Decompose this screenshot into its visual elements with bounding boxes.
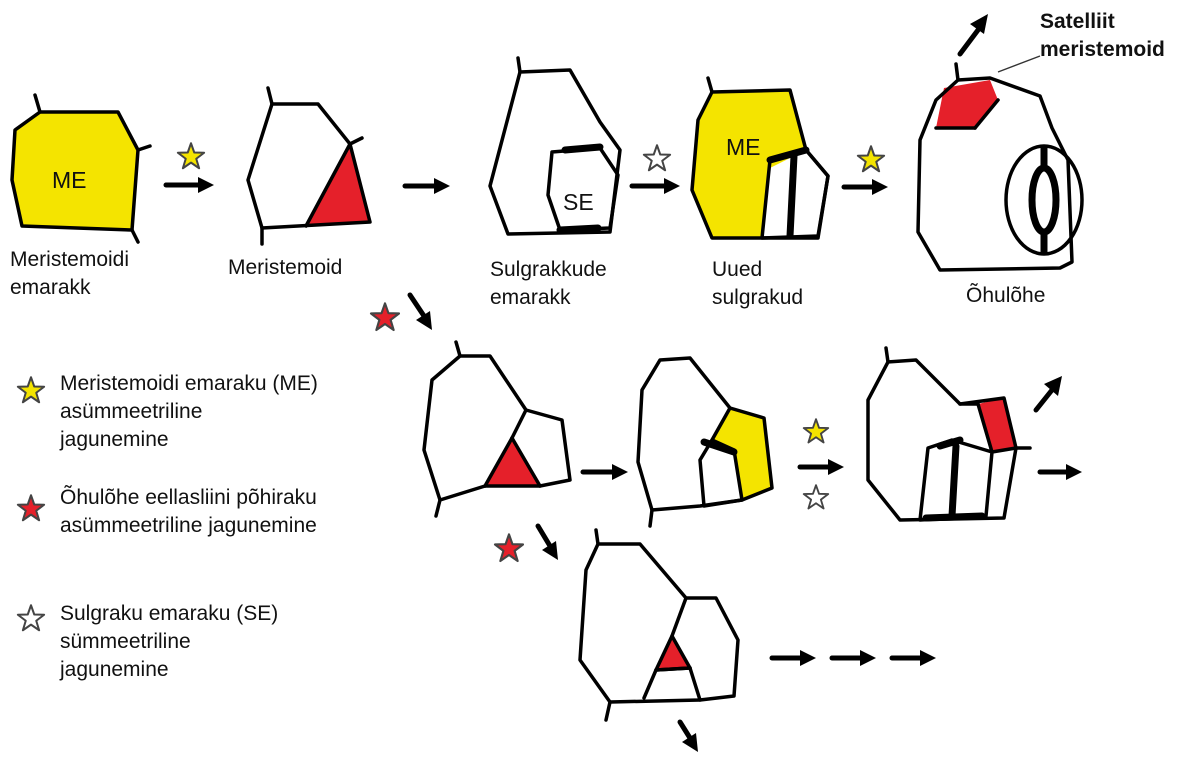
arrow-right-icon [166, 177, 214, 193]
mid-cell-1-meristemoid-fill [485, 438, 540, 486]
meristemoid-cell [248, 88, 370, 244]
legend-item-2-line-1: Õhulõhe eellasliini põhiraku [60, 485, 317, 509]
legend-item-1-line-2: asümmeetriline [60, 400, 202, 423]
white-star-icon [804, 485, 829, 508]
arrow-up-right-icon [1036, 376, 1062, 410]
arrow-right-icon [800, 459, 844, 475]
stage-label-satellite-1: Satelliit [1040, 10, 1115, 33]
satellite-meristemoid-fill [936, 80, 998, 128]
guard-mother-cell-stage: SE [490, 58, 620, 234]
stage-label-new-guard-cells-2: sulgrakud [712, 286, 803, 309]
stage-label-guard-mother-cell-2: emarakk [490, 286, 571, 309]
stage-label-stoma: Õhulõhe [966, 283, 1045, 307]
stage-label-new-guard-cells-1: Uued [712, 258, 762, 281]
legend-item-3-line-2: sümmeetriline [60, 630, 191, 653]
legend-item-1-line-1: Meristemoidi emaraku (ME) [60, 372, 318, 395]
arrow-down-right-icon [680, 722, 698, 752]
arrow-right-icon [892, 650, 936, 666]
mid-cell-3 [868, 348, 1030, 520]
bottom-cell [580, 530, 738, 720]
yellow-star-icon [804, 419, 829, 442]
yellow-star-icon [858, 146, 884, 171]
mid-cell-2 [638, 358, 772, 526]
legend-item-1-line-3: jagunemine [59, 428, 169, 451]
legend-item-2-line-2: asümmeetriline jagunemine [60, 514, 317, 537]
bottom-cell-outer-outline [580, 544, 738, 702]
arrow-right-icon [632, 178, 680, 194]
legend-item-3-line-3: jagunemine [59, 658, 169, 681]
new-guard-cells-me-label: ME [726, 134, 761, 160]
arrow-right-icon [772, 650, 816, 666]
stage-label-meristemoid-mother-cell-2: emarakk [10, 276, 91, 299]
stoma-stage [918, 64, 1082, 270]
stage-label-meristemoid-mother-cell-1: Meristemoidi [10, 248, 129, 271]
red-star-icon [495, 534, 523, 561]
stoma-pore [1032, 168, 1056, 232]
arrow-right-icon [844, 179, 888, 195]
white-star-icon [644, 145, 670, 170]
white-star-icon [18, 605, 44, 630]
arrow-right-icon [405, 178, 450, 194]
stage-label-guard-mother-cell-1: Sulgrakkude [490, 258, 607, 281]
meristemoid-mother-cell: ME [12, 95, 150, 242]
arrow-right-icon [832, 650, 876, 666]
guard-mother-cell-label: SE [563, 189, 594, 215]
legend-item-3-line-1: Sulgraku emaraku (SE) [60, 602, 278, 625]
arrow-down-right-icon [538, 526, 558, 560]
stage-label-meristemoid: Meristemoid [228, 256, 342, 279]
stage-label-satellite-2: meristemoid [1040, 38, 1165, 61]
arrow-up-right-icon [960, 14, 988, 54]
meristemoid-mother-cell-label: ME [52, 167, 87, 193]
red-star-icon [18, 495, 44, 520]
arrow-down-right-icon [410, 295, 432, 330]
red-star-icon [371, 303, 399, 330]
new-guard-cells-stage: ME [692, 78, 828, 238]
arrow-right-icon [583, 464, 628, 480]
mid-cell-1 [424, 342, 570, 516]
legend: Meristemoidi emaraku (ME) asümmeetriline… [18, 372, 318, 681]
yellow-star-icon [18, 377, 44, 402]
satellite-pointer-line [998, 56, 1040, 72]
yellow-star-icon [178, 143, 204, 168]
arrow-right-icon [1040, 464, 1082, 480]
